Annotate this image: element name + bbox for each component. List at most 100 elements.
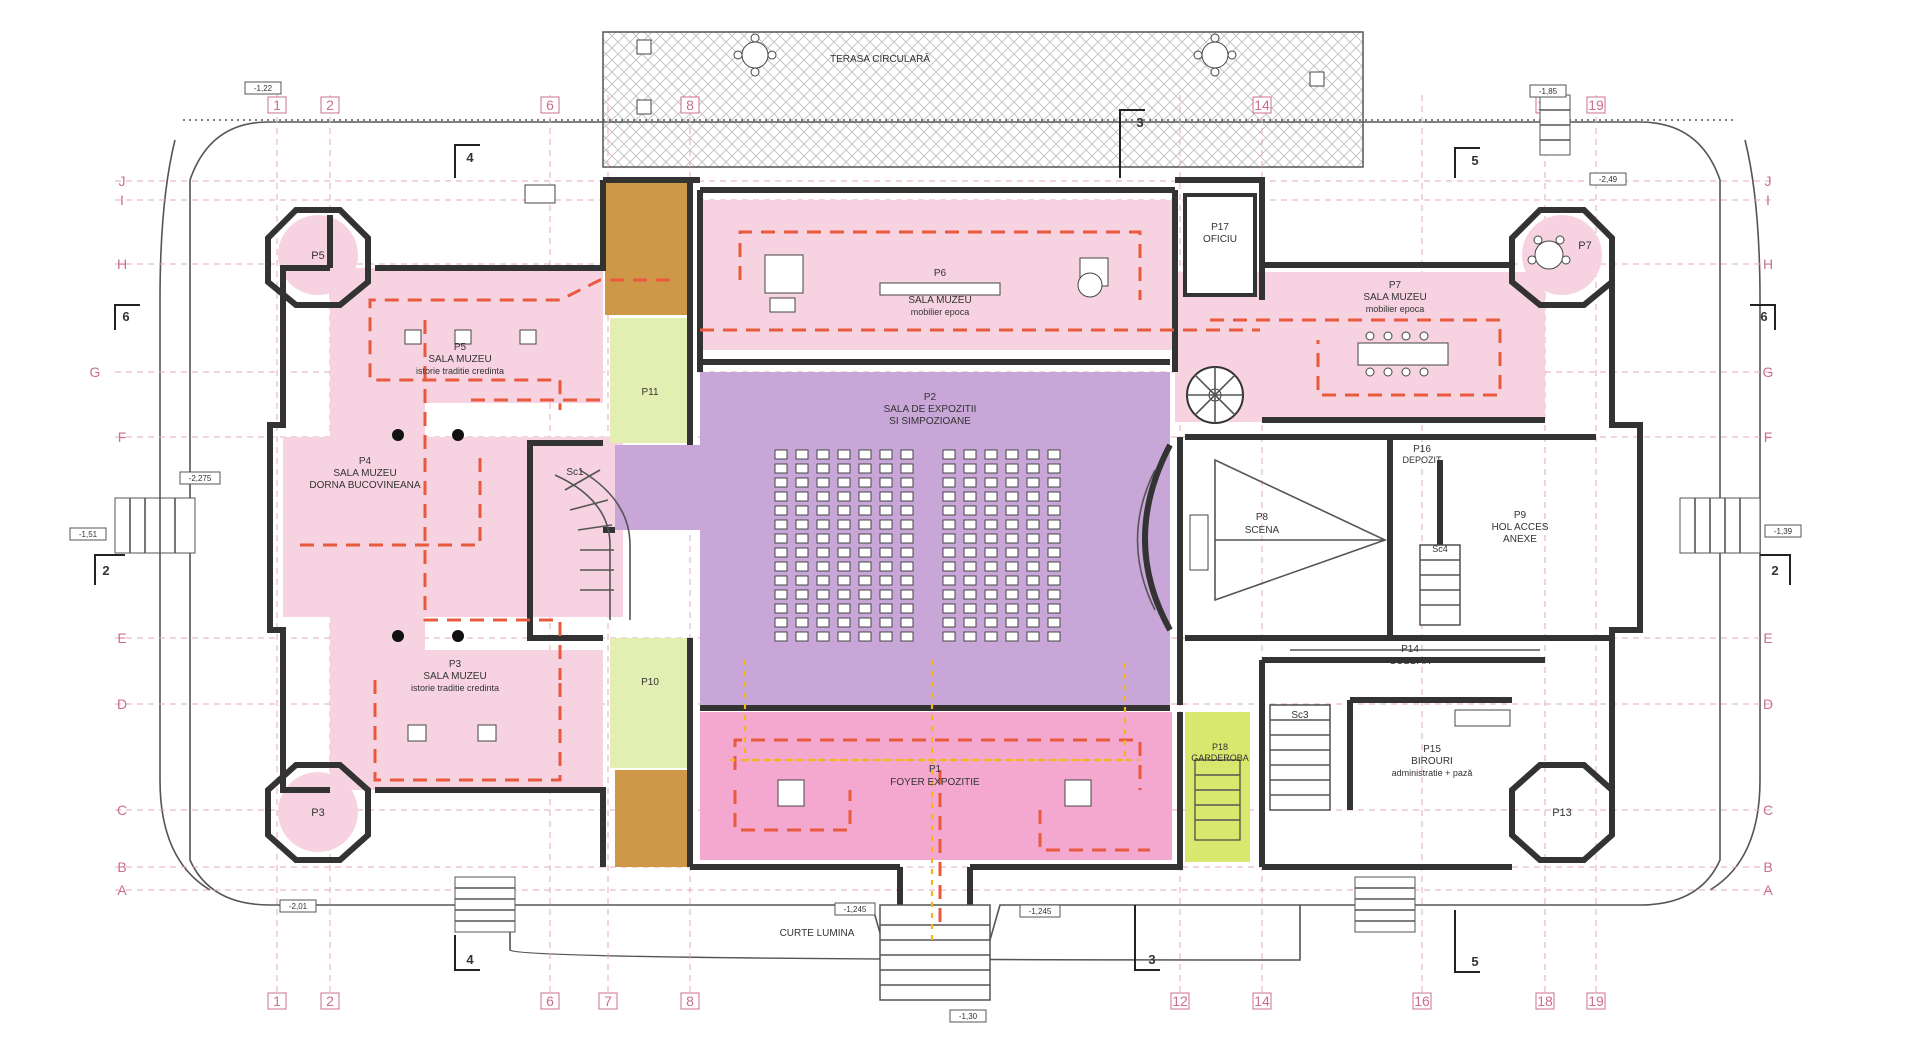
seat [795,547,809,558]
grid-col-label: 8 [686,993,694,1009]
seat [1026,561,1040,572]
seat [774,631,788,642]
seat [1005,449,1019,460]
room-p4-code: P4 [359,456,372,467]
seat [900,575,914,586]
seat [1005,547,1019,558]
seat [858,519,872,530]
tower-p13-label: P13 [1552,807,1572,819]
grid-row-label: G [1763,364,1774,380]
room-p17-code: P17 [1211,222,1229,233]
seat [984,575,998,586]
tower-p5-label: P5 [311,250,324,262]
seat [774,491,788,502]
seat [1005,603,1019,614]
seat [942,477,956,488]
seat [816,463,830,474]
seat [858,617,872,628]
seat [963,463,977,474]
stair-sc4-label: Sc4 [1432,544,1448,554]
seat [984,491,998,502]
seat [1047,561,1061,572]
seat [816,519,830,530]
level-marker: -1,22 [254,84,273,93]
grid-col-label: 18 [1537,993,1553,1009]
seat [795,477,809,488]
seat [858,561,872,572]
seat [837,589,851,600]
seat [1026,463,1040,474]
room-p14-code: P14 [1401,644,1419,655]
seat [837,603,851,614]
seat [900,463,914,474]
seat [900,617,914,628]
seat [1047,575,1061,586]
seat [963,589,977,600]
room-p4-name-2: DORNA BUCOVINEANA [309,480,420,491]
seat [900,449,914,460]
grid-row-label: D [1763,696,1773,712]
seat [879,505,893,516]
spiral-stair [1186,366,1244,424]
room-p1-name: FOYER EXPOZITIE [890,777,980,788]
seat [900,589,914,600]
room-p18-code: P18 [1212,742,1228,752]
stair-sc1-label: Sc1 [566,467,584,478]
seat [942,603,956,614]
grid-row-label: F [1764,429,1773,445]
room-p7-name-2: mobilier epoca [1366,304,1425,314]
room-p4-name: SALA MUZEU [333,468,396,479]
seat [963,449,977,460]
seat [795,603,809,614]
room-p9-name: HOL ACCES [1492,522,1549,533]
seat [816,575,830,586]
seat [816,533,830,544]
sofa-set-icon [764,254,1109,313]
room-p16-code: P16 [1413,444,1431,455]
seat [795,589,809,600]
seat [816,589,830,600]
seat [900,533,914,544]
stair-sc1: Sc1 [554,467,631,620]
grid-col-label: 19 [1588,993,1604,1009]
seat [900,631,914,642]
seat [1005,519,1019,530]
grid-col-label: 12 [1172,993,1188,1009]
seat [795,631,809,642]
room-p3-code: P3 [449,659,462,670]
seat [858,575,872,586]
seat [879,519,893,530]
room-p5-code: P5 [454,342,467,353]
grid-col-label: 14 [1254,97,1270,113]
seat [879,491,893,502]
grid-row-label: H [117,256,127,272]
seat [900,505,914,516]
seat [837,477,851,488]
level-marker: -2,49 [1599,175,1618,184]
seat [795,519,809,530]
seat [1047,477,1061,488]
grid-column-labels: 1 2 6 8 14 18 19 1 2 6 7 8 12 14 16 18 1… [267,96,1606,1010]
seat [858,631,872,642]
seat [795,575,809,586]
seat [774,547,788,558]
visitor-route-red [300,230,1502,930]
grid-row-label: J [119,173,126,189]
grid-row-label: B [117,859,126,875]
site-boundary: CURTE LUMINA [159,119,1761,961]
room-p18-name: GARDEROBA [1191,753,1249,763]
seat [879,589,893,600]
seat [942,575,956,586]
seat [963,519,977,530]
grid-row-label: I [120,192,124,208]
seat [963,491,977,502]
seat [963,533,977,544]
terrace-label: TERASA CIRCULARĂ [830,52,930,65]
seat [942,491,956,502]
seat [858,491,872,502]
section-5-bottom: 5 [1471,954,1478,969]
terrace: TERASA CIRCULARĂ [602,31,1364,168]
seat [1026,631,1040,642]
grid-row-label: E [1763,630,1772,646]
seat [858,533,872,544]
